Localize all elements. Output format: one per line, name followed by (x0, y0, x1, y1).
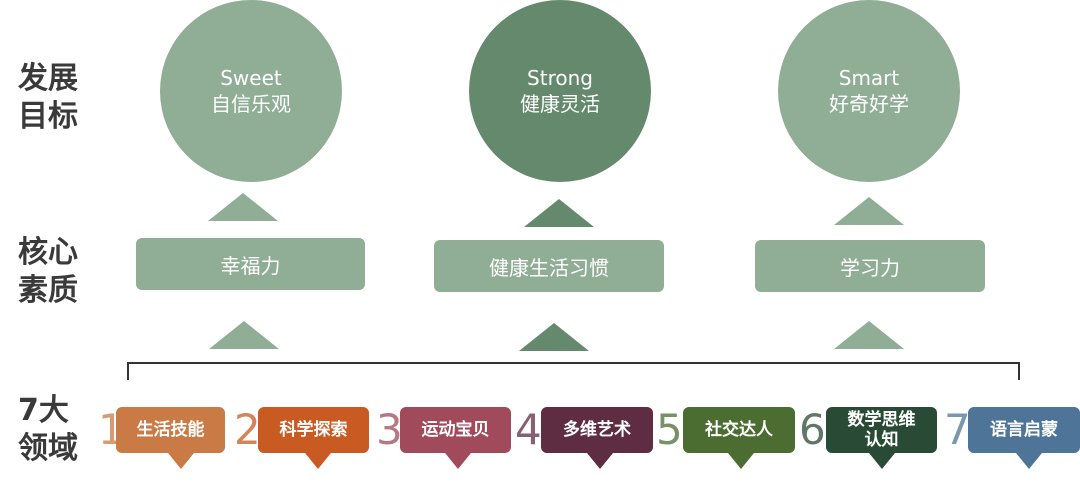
domain-number-7: 7 (944, 405, 971, 454)
domain-box-2: 科学探索 (258, 407, 369, 453)
goal-en-strong: Strong (527, 66, 593, 90)
row-label-domains-line2: 领域 (18, 431, 78, 466)
domain-number-5: 5 (656, 405, 683, 454)
quality-box-learning: 学习力 (755, 240, 985, 292)
domain-number-4: 4 (515, 405, 542, 454)
row-label-qualities: 核心 素质 (18, 234, 100, 310)
row-label-qualities-line1: 核心 (18, 235, 78, 270)
domain-number-2: 2 (234, 405, 261, 454)
arrow-up-triangle-1 (208, 193, 278, 221)
row-label-domains: 7大 领域 (18, 392, 100, 468)
domain-number-3: 3 (376, 405, 403, 454)
domains-bracket-left (127, 362, 129, 380)
goal-circle-smart: Smart 好奇好学 (778, 0, 960, 182)
row-label-goals: 发展 目标 (18, 60, 100, 136)
domains-bracket-right (1018, 362, 1020, 380)
row-label-domains-line1: 7大 (18, 393, 69, 428)
quality-box-happiness: 幸福力 (136, 238, 365, 290)
domain-box-1: 生活技能 (116, 407, 225, 453)
domain-pointer-6 (869, 453, 895, 469)
arrow-up-triangle-6 (834, 321, 904, 349)
domain-pointer-7 (1016, 453, 1042, 469)
domain-pointer-5 (728, 453, 754, 469)
arrow-up-triangle-2 (524, 199, 594, 227)
row-label-qualities-line2: 素质 (18, 273, 78, 308)
domain-box-7: 语言启蒙 (968, 407, 1080, 453)
arrow-up-triangle-3 (834, 197, 904, 225)
row-label-goals-line2: 目标 (18, 99, 78, 134)
domain-pointer-4 (587, 453, 613, 469)
arrow-up-triangle-5 (519, 323, 589, 351)
domain-number-6: 6 (799, 405, 826, 454)
goal-zh-strong: 健康灵活 (520, 92, 600, 116)
domain-pointer-2 (305, 453, 331, 469)
arrow-up-triangle-4 (209, 321, 279, 349)
goal-zh-sweet: 自信乐观 (211, 92, 291, 116)
domain-box-3: 运动宝贝 (400, 407, 511, 453)
domain-box-4: 多维艺术 (541, 407, 653, 453)
goal-circle-sweet: Sweet 自信乐观 (160, 0, 342, 182)
domain-box-6: 数学思维 认知 (826, 407, 937, 453)
domains-bracket (128, 362, 1019, 364)
goal-en-sweet: Sweet (220, 66, 282, 90)
domain-pointer-1 (168, 453, 194, 469)
domain-pointer-3 (445, 453, 471, 469)
goal-zh-smart: 好奇好学 (829, 92, 909, 116)
quality-box-healthy-habits: 健康生活习惯 (434, 240, 664, 292)
goal-circle-strong: Strong 健康灵活 (469, 0, 651, 182)
goal-en-smart: Smart (838, 66, 900, 90)
row-label-goals-line1: 发展 (18, 61, 78, 96)
domain-box-5: 社交达人 (683, 407, 795, 453)
